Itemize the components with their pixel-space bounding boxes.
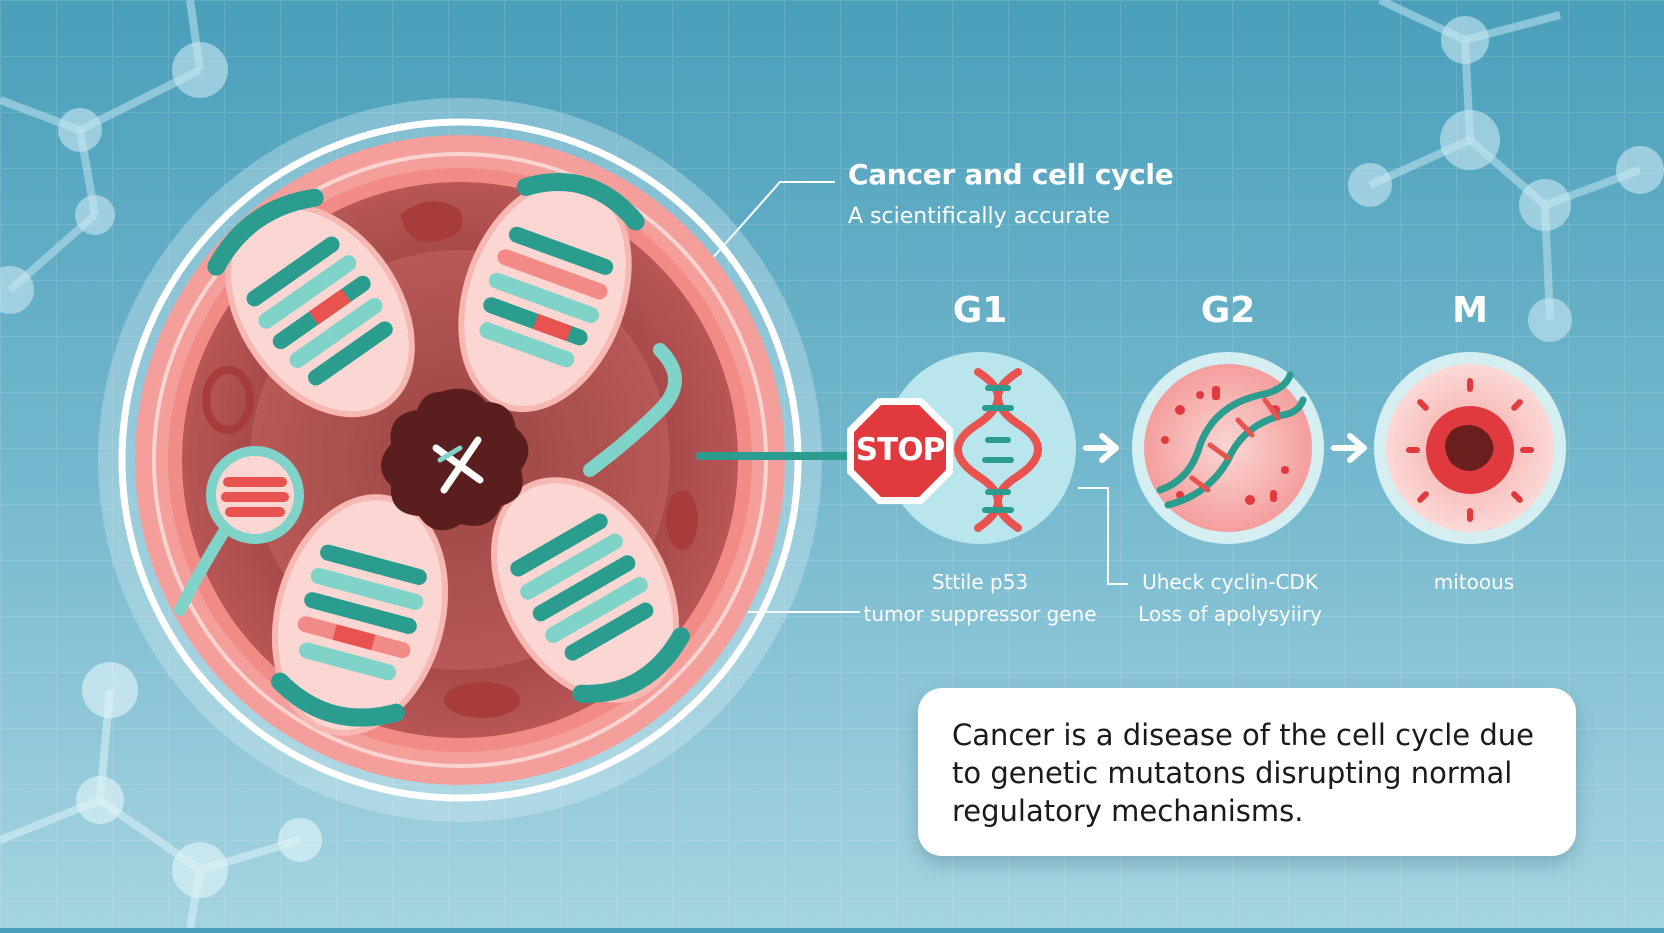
stop-sign-label: STOP bbox=[855, 432, 946, 468]
chromosome-bottom-right bbox=[491, 477, 690, 703]
g1-phase-circle bbox=[884, 352, 1076, 544]
stop-sign-icon bbox=[847, 398, 953, 504]
arrow-icon bbox=[1083, 433, 1119, 463]
dna-helix-icon bbox=[1156, 371, 1307, 509]
chromosome-bottom-left bbox=[271, 494, 449, 736]
phase-caption-m: mitoous bbox=[1334, 566, 1614, 598]
molecule-decoration-top-left bbox=[0, 0, 228, 314]
caption-line: Uheck cyclin-CDK bbox=[1142, 570, 1318, 594]
molecule-decoration-top-right bbox=[1348, 0, 1664, 342]
arrow-icon bbox=[1331, 433, 1367, 463]
diagram-title: Cancer and cell cycle bbox=[848, 158, 1174, 191]
phase-caption-g1: Sttile p53 tumor suppressor gene bbox=[840, 566, 1120, 630]
summary-card: Cancer is a disease of the cell cycle du… bbox=[918, 688, 1576, 856]
molecule-decoration-bottom-left bbox=[0, 662, 322, 929]
cancer-cell-illustration bbox=[98, 98, 822, 822]
m-phase-circle bbox=[1374, 352, 1566, 544]
chromosome-top-right bbox=[458, 173, 645, 413]
caption-line: tumor suppressor gene bbox=[863, 602, 1097, 626]
phase-label-g2: G2 bbox=[1200, 290, 1256, 331]
g2-phase-circle bbox=[1132, 352, 1324, 544]
summary-text: Cancer is a disease of the cell cycle du… bbox=[952, 718, 1534, 828]
caption-line: Loss of apolysyiiry bbox=[1138, 602, 1322, 626]
phase-caption-g2: Uheck cyclin-CDK Loss of apolysyiiry bbox=[1090, 566, 1370, 630]
phase-label-g1: G1 bbox=[952, 290, 1008, 331]
diagram-subtitle: A scientifically accurate bbox=[848, 204, 1110, 229]
chromosome-top-left bbox=[207, 188, 415, 418]
caption-line: Sttile p53 bbox=[931, 570, 1029, 594]
phase-label-m: M bbox=[1452, 290, 1488, 331]
ring-chromosome bbox=[174, 446, 304, 616]
dna-helix-icon bbox=[954, 368, 1042, 532]
caption-line: mitoous bbox=[1433, 570, 1515, 594]
